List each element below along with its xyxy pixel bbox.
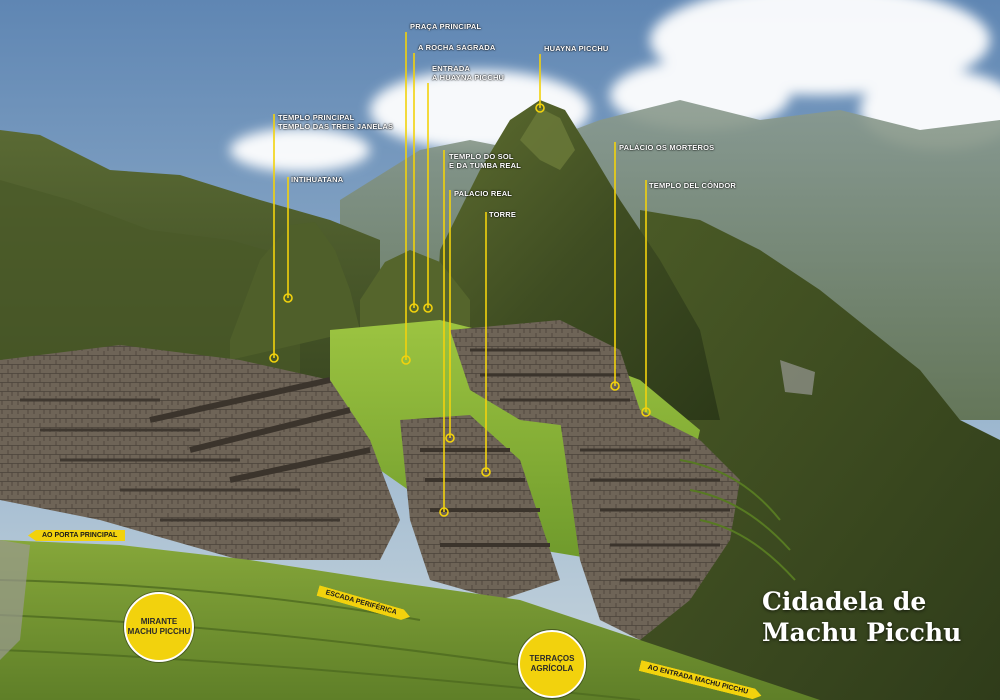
label-templo-sol-line2: E DA TUMBA REAL <box>449 161 522 170</box>
arrow-porta-principal: AO PORTA PRINCIPAL <box>28 530 126 541</box>
badge-mirante-machu-picchu: MIRANTE MACHU PICCHU <box>124 592 194 662</box>
label-entrada-huayna-line2: A HUAYNA PICCHU <box>432 73 505 82</box>
label-palacio-morteros: PALÁCIO OS MORTEROS <box>619 143 715 152</box>
label-huayna-picchu: HUAYNA PICCHU <box>544 44 609 53</box>
label-palacio-real: PALACIO REAL <box>454 189 513 198</box>
badge-terracos-text: TERRAÇOS AGRÍCOLA <box>529 654 575 673</box>
label-templo-condor: TEMPLO DEL CÓNDOR <box>649 181 737 190</box>
label-templo-principal-line2: TEMPLO DAS TREIS JANELAS <box>278 122 394 131</box>
badge-terracos-agricola: TERRAÇOS AGRÍCOLA <box>518 630 586 698</box>
label-praca-principal: PRAÇA PRINCIPAL <box>410 22 482 31</box>
label-templo-principal-line1: TEMPLO PRINCIPAL <box>278 113 355 122</box>
badge-mirante-text: MIRANTE MACHU PICCHU <box>127 617 191 636</box>
label-intihuatana: INTIHUATANA <box>291 175 344 184</box>
label-rocha-sagrada: A ROCHA SAGRADA <box>418 43 496 52</box>
label-templo-sol-line1: TEMPLO DO SOL <box>449 152 514 161</box>
map-title: Cidadela de Machu Picchu <box>762 587 962 647</box>
label-entrada-huayna-line1: ENTRADA <box>432 64 471 73</box>
label-torre: TORRE <box>489 210 517 219</box>
